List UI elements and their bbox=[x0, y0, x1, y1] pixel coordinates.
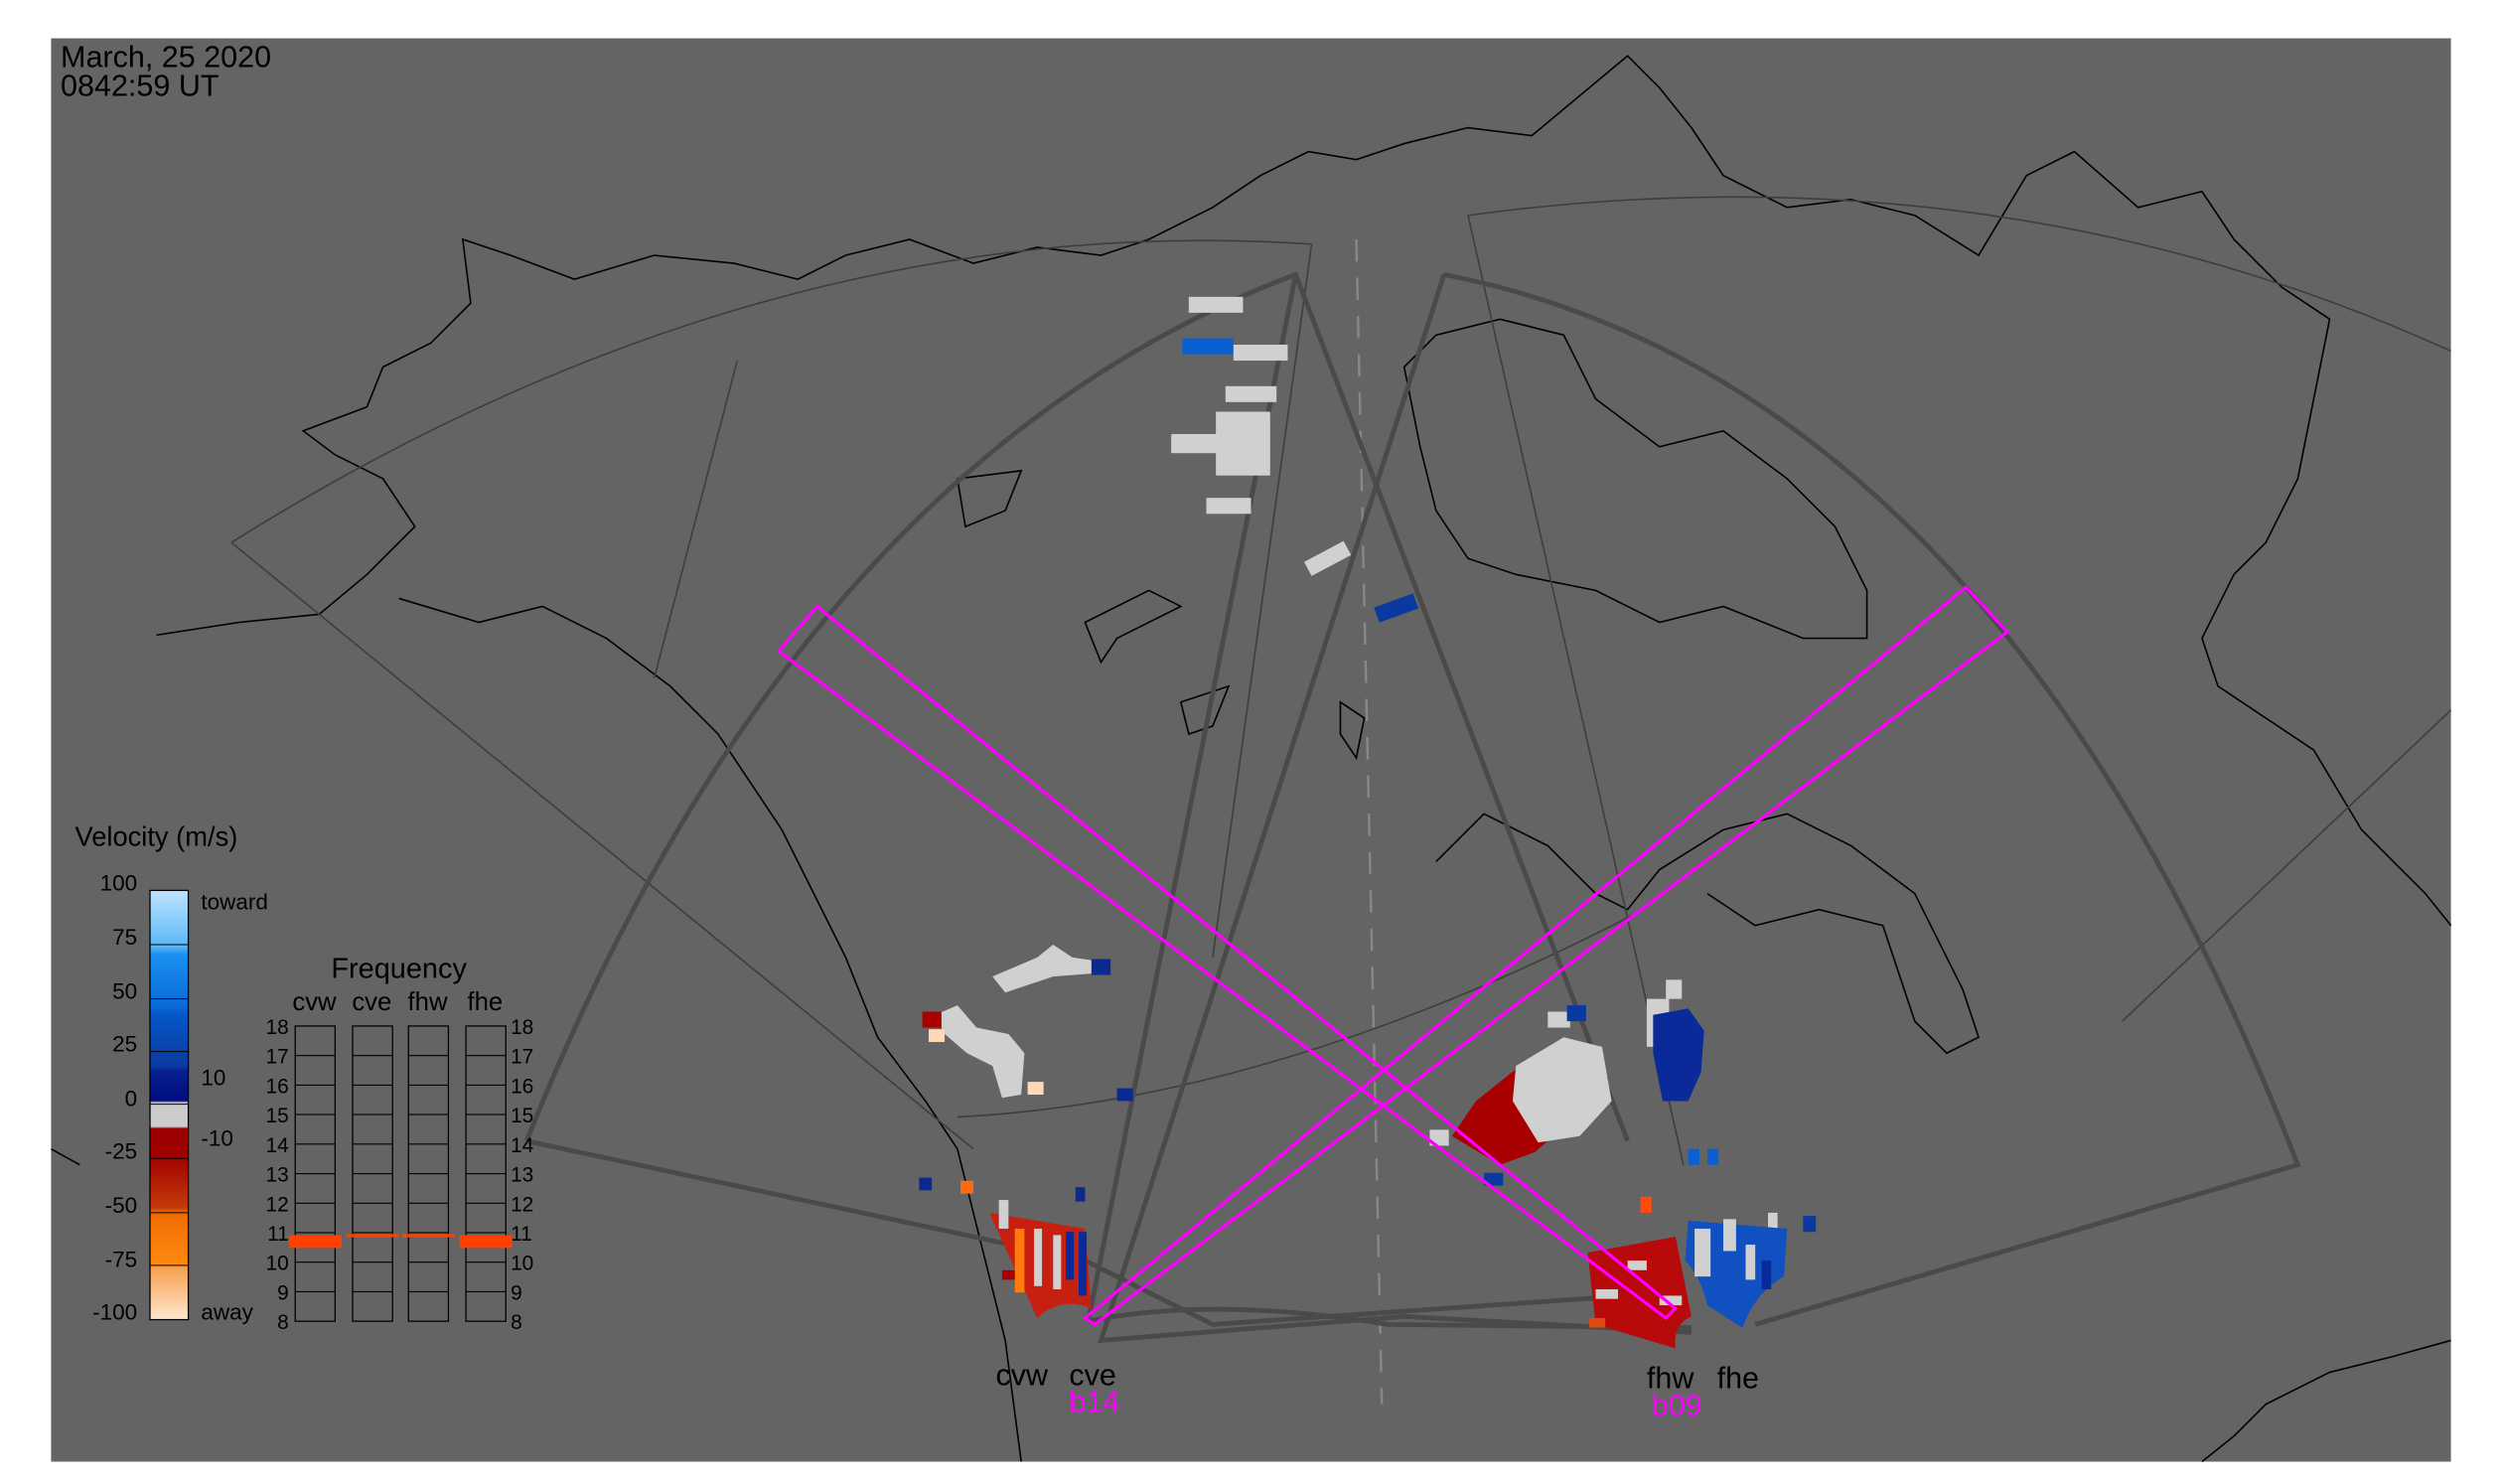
freq-tick: 9 bbox=[277, 1281, 289, 1304]
freq-marker-fhe bbox=[459, 1235, 513, 1249]
radar-label-fhe: fhe bbox=[1717, 1362, 1759, 1396]
freq-marker-fhw bbox=[401, 1234, 455, 1238]
freq-tick: 16 bbox=[266, 1075, 289, 1098]
fov-thick-outlines bbox=[523, 271, 2301, 1344]
radar-label-fhw: fhw bbox=[1647, 1362, 1694, 1396]
freq-marker-cvw bbox=[288, 1235, 342, 1249]
scatter-cells bbox=[919, 296, 1817, 1233]
radar-label-cve: cve bbox=[1069, 1358, 1116, 1392]
freq-tick: 10 bbox=[266, 1253, 289, 1275]
freq-tick: 12 bbox=[511, 1193, 533, 1216]
selected-beams bbox=[776, 584, 2010, 1327]
freq-tick: 18 bbox=[266, 1016, 289, 1039]
beam-b09 bbox=[1082, 584, 2010, 1327]
fov-thin-outlines bbox=[230, 196, 2452, 1165]
threshold-high-label: 10 bbox=[201, 1065, 225, 1090]
velocity-tick: 100 bbox=[100, 870, 138, 895]
freq-tick: 15 bbox=[266, 1105, 289, 1127]
freq-tick: 14 bbox=[511, 1134, 533, 1157]
freq-tick: 17 bbox=[266, 1046, 289, 1069]
beam-b14 bbox=[776, 604, 1679, 1321]
meridian-dashed bbox=[1355, 238, 1384, 1405]
velocity-tick: -75 bbox=[105, 1248, 138, 1272]
frequency-panel: Frequency cvw cve fhw fhe 18 17 16 15 14 13 12… bbox=[266, 954, 534, 1334]
freq-tick: 14 bbox=[266, 1134, 289, 1157]
freq-col-label-cvw: cvw bbox=[292, 988, 337, 1016]
threshold-low-label: -10 bbox=[201, 1125, 233, 1150]
freq-tick: 13 bbox=[266, 1164, 289, 1187]
freq-tick: 18 bbox=[511, 1016, 533, 1039]
away-label: away bbox=[201, 1300, 253, 1325]
velocity-tick: 0 bbox=[125, 1086, 138, 1111]
velocity-tick: -50 bbox=[105, 1193, 138, 1218]
beam-label-b14: b14 bbox=[1069, 1386, 1119, 1419]
radar-label-cvw: cvw bbox=[995, 1358, 1049, 1392]
frequency-title: Frequency bbox=[331, 954, 467, 985]
freq-tick: 11 bbox=[511, 1223, 532, 1246]
velocity-tick: -25 bbox=[105, 1138, 138, 1163]
freq-tick: 11 bbox=[267, 1223, 289, 1246]
velocity-tick: 75 bbox=[112, 925, 137, 950]
velocity-tick: -100 bbox=[92, 1300, 137, 1325]
freq-tick: 17 bbox=[511, 1046, 533, 1069]
velocity-tick: 25 bbox=[112, 1032, 137, 1057]
time-label: 0842:59 UT bbox=[61, 69, 219, 102]
freq-col-label-fhw: fhw bbox=[408, 988, 448, 1016]
freq-tick: 10 bbox=[511, 1253, 533, 1275]
cv-radar-fan bbox=[989, 1200, 1092, 1318]
freq-tick: 8 bbox=[277, 1311, 289, 1334]
freq-tick: 13 bbox=[511, 1164, 533, 1187]
freq-col-label-fhe: fhe bbox=[468, 988, 504, 1016]
freq-col-label-cve: cve bbox=[352, 988, 391, 1016]
freq-tick: 15 bbox=[511, 1105, 533, 1127]
velocity-legend-title: Velocity (m/s) bbox=[75, 820, 238, 851]
velocity-colorbar bbox=[149, 889, 190, 1321]
velocity-tick: 50 bbox=[112, 979, 137, 1004]
date-label: March, 25 2020 bbox=[61, 40, 271, 74]
map-background bbox=[51, 38, 2451, 1462]
freq-tick: 9 bbox=[511, 1281, 522, 1304]
freq-tick: 8 bbox=[511, 1311, 522, 1334]
freq-marker-cve bbox=[346, 1234, 399, 1238]
velocity-legend: Velocity (m/s) 100 75 50 25 0 -25 -50 -7… bbox=[75, 820, 268, 1324]
coastlines bbox=[51, 55, 2452, 1463]
freq-tick: 16 bbox=[511, 1075, 533, 1098]
fh-radar-fan bbox=[1587, 1219, 1788, 1349]
freq-tick: 12 bbox=[266, 1193, 289, 1216]
toward-label: toward bbox=[201, 890, 268, 915]
beam-label-b09: b09 bbox=[1652, 1389, 1702, 1422]
